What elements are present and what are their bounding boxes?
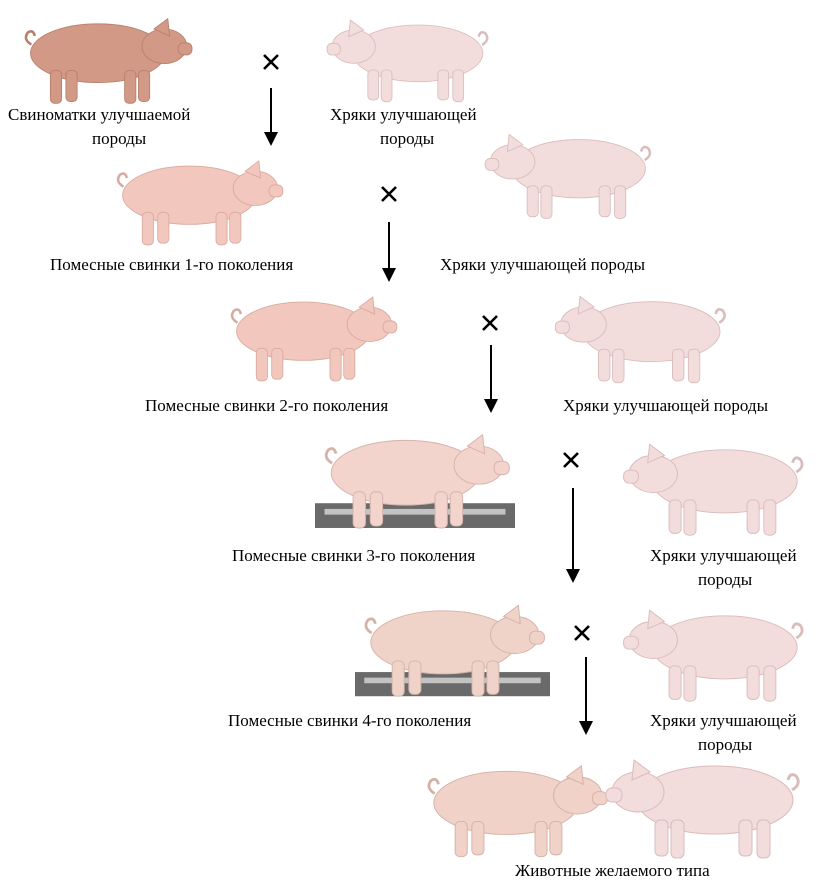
boar-pig-icon	[618, 598, 813, 706]
gen3-pig-icon	[315, 425, 515, 530]
cross-icon	[561, 450, 581, 470]
cross-icon	[261, 52, 281, 72]
arrow-down-icon	[263, 88, 279, 146]
boar-label-line1: Хряки улучшающей	[330, 104, 477, 126]
gen4-pig-icon	[355, 592, 550, 702]
sow-label-line1: Свиноматки улучшаемой	[8, 104, 190, 126]
boar-label: Хряки улучшающей породы	[563, 395, 768, 417]
final-label: Животные желаемого типа	[515, 860, 710, 882]
gen1-label: Помесные свинки 1-го поколения	[50, 254, 293, 276]
arrow-down-icon	[565, 488, 581, 583]
boar-pig-icon	[322, 5, 497, 110]
arrow-down-icon	[381, 222, 397, 282]
gen2-label: Помесные свинки 2-го поколения	[145, 395, 388, 417]
boar-label-line2: породы	[698, 569, 752, 591]
gen3-label: Помесные свинки 3-го поколения	[232, 545, 475, 567]
boar-pig-icon	[480, 118, 660, 228]
sow-label-line2: породы	[92, 128, 146, 150]
sow-pig-icon	[14, 10, 199, 105]
boar-label-line1: Хряки улучшающей	[650, 710, 797, 732]
boar-label: Хряки улучшающей породы	[440, 254, 645, 276]
boar-label-line2: породы	[380, 128, 434, 150]
cross-icon	[480, 313, 500, 333]
arrow-down-icon	[578, 657, 594, 735]
final-boar-pig-icon	[600, 750, 810, 860]
boar-pig-icon	[550, 282, 735, 390]
final-pig-icon	[418, 755, 613, 860]
arrow-down-icon	[483, 345, 499, 413]
gen2-pig-icon	[222, 288, 402, 383]
gen4-label: Помесные свинки 4-го поколения	[228, 710, 471, 732]
cross-icon	[379, 184, 399, 204]
boar-label-line1: Хряки улучшающей	[650, 545, 797, 567]
boar-pig-icon	[618, 432, 813, 540]
cross-icon	[572, 623, 592, 643]
gen1-pig-icon	[108, 152, 288, 247]
